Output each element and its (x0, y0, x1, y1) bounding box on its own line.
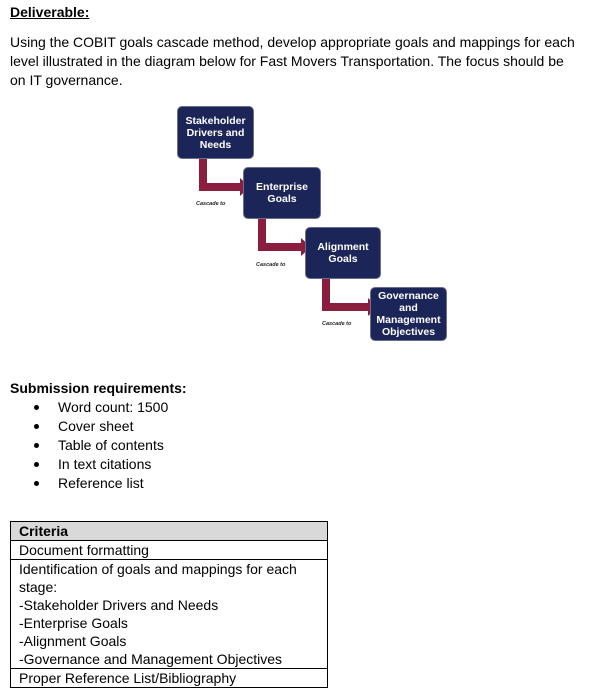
bullet-icon (34, 462, 39, 467)
box-governance-management-objectives: Governance and Management Objectives (371, 288, 446, 340)
list-item: Word count: 1500 (10, 398, 168, 417)
list-item-text: In text citations (58, 456, 152, 472)
box-4-line-3: Management (376, 314, 441, 326)
cascade-arrow-3-vertical (322, 279, 330, 311)
box-3-line-1: Alignment (317, 241, 369, 253)
cell-line: Identification of goals and mappings for… (19, 561, 297, 577)
box-2-line-1: Enterprise (256, 181, 308, 193)
list-item: Reference list (10, 474, 168, 493)
list-item: In text citations (10, 455, 168, 474)
submission-requirements-heading: Submission requirements: (10, 380, 187, 396)
table-row: Document formatting (10, 540, 328, 560)
table-cell: Proper Reference List/Bibliography (10, 668, 328, 688)
box-1-line-3: Needs (199, 138, 232, 151)
cascade-arrow-1-vertical (199, 159, 207, 191)
list-item-text: Cover sheet (58, 418, 134, 434)
deliverable-heading: Deliverable: (10, 4, 90, 20)
criteria-header: Criteria (10, 521, 328, 541)
table-row: Proper Reference List/Bibliography (10, 668, 328, 688)
list-item-text: Reference list (58, 475, 144, 491)
list-item: Table of contents (10, 436, 168, 455)
table-header-row: Criteria (10, 521, 328, 541)
cascade-label-2: Cascade to (256, 262, 286, 268)
bullet-icon (34, 424, 39, 429)
cell-line: -Governance and Management Objectives (19, 651, 283, 667)
bullet-icon (34, 443, 39, 448)
bullet-icon (34, 405, 39, 410)
requirements-list: Word count: 1500 Cover sheet Table of co… (10, 398, 168, 493)
box-4-line-1: Governance (378, 290, 439, 302)
list-item: Cover sheet (10, 417, 168, 436)
table-row: Identification of goals and mappings for… (10, 559, 328, 669)
list-item-text: Word count: 1500 (58, 399, 169, 415)
cascade-label-1: Cascade to (196, 201, 226, 207)
box-3-line-2: Goals (328, 253, 358, 265)
cell-line: -Alignment Goals (19, 633, 127, 649)
cascade-arrow-2-vertical (258, 219, 266, 251)
box-enterprise-goals: Enterprise Goals (244, 168, 320, 218)
cascade-label-3: Cascade to (322, 321, 352, 327)
table-cell: Document formatting (10, 540, 328, 560)
box-stakeholder-drivers-needs: Stakeholder Drivers and Needs (178, 107, 253, 158)
cascade-arrow-3-horizontal (322, 303, 369, 311)
cascade-arrow-1-horizontal (199, 183, 241, 191)
cell-line: -Stakeholder Drivers and Needs (19, 597, 219, 613)
cascade-arrow-2-horizontal (258, 243, 302, 251)
list-item-text: Table of contents (58, 437, 164, 453)
box-1-line-2: Drivers and (186, 126, 245, 139)
cell-line: stage: (19, 579, 58, 595)
box-4-line-4: Objectives (381, 326, 436, 338)
goals-cascade-diagram: Stakeholder Drivers and Needs Enterprise… (174, 100, 454, 345)
intro-paragraph: Using the COBIT goals cascade method, de… (10, 34, 575, 88)
table-cell: Identification of goals and mappings for… (10, 559, 328, 669)
box-2-line-2: Goals (267, 193, 297, 205)
box-alignment-goals: Alignment Goals (306, 228, 380, 278)
bullet-icon (34, 481, 39, 486)
cascade-arrows (199, 159, 378, 316)
cell-line: -Enterprise Goals (19, 615, 128, 631)
box-4-line-2: and (399, 302, 418, 314)
box-1-line-1: Stakeholder (185, 114, 246, 127)
criteria-table: Criteria Document formatting Identificat… (10, 521, 328, 688)
